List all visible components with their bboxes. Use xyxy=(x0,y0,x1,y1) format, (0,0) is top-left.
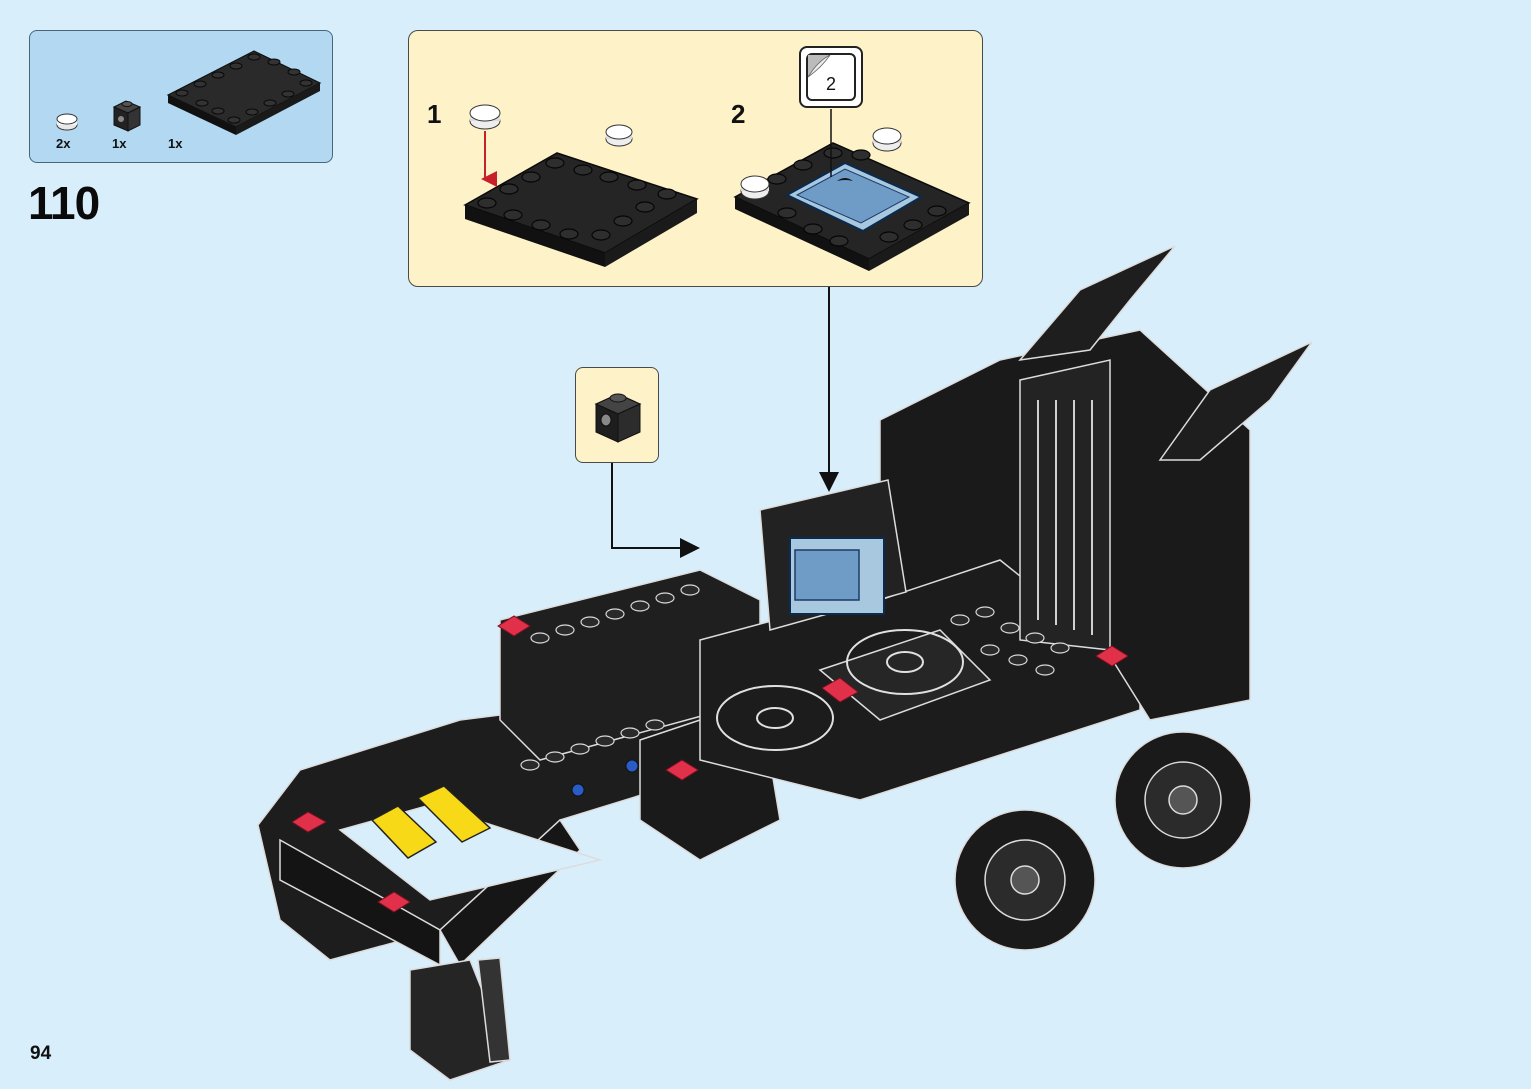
part-qty-round-tile: 2x xyxy=(56,136,71,151)
trans-red-tiles xyxy=(291,615,1129,913)
step2-plate-icon xyxy=(733,109,971,271)
studs xyxy=(520,584,1070,771)
falling-tile-icon xyxy=(469,104,501,187)
part-qty-plate: 1x xyxy=(168,136,183,151)
brick-callout xyxy=(575,367,659,463)
step1-plate-icon xyxy=(463,124,699,267)
page-number: 94 xyxy=(30,1043,52,1064)
round-tile-icon xyxy=(56,113,78,131)
part-qty-brick: 1x xyxy=(112,136,127,151)
brick-1x1-icon xyxy=(112,100,142,132)
sub-step-2-number: 2 xyxy=(731,99,746,129)
sub-step-1-number: 1 xyxy=(427,99,442,129)
wheel-rear xyxy=(1114,731,1252,869)
plate-4x6-icon xyxy=(166,50,322,135)
blue-pins xyxy=(571,759,639,797)
vehicle-body xyxy=(257,245,1313,1081)
gear-front xyxy=(716,685,834,751)
sticker-page-icon: 2 xyxy=(806,53,856,101)
sub-assembly-illustration xyxy=(463,104,971,271)
sub-assembly-callout: 1 2 xyxy=(408,30,983,287)
parts-illustration xyxy=(56,50,322,135)
sticker-sheet-badge: 2 xyxy=(799,46,863,108)
wheel-front xyxy=(954,809,1096,951)
sticker-number: 2 xyxy=(825,74,836,94)
parts-list-box: 2x 1x 1x xyxy=(29,30,333,163)
step-number: 110 xyxy=(28,177,100,229)
gear-rear xyxy=(846,629,964,695)
brick-connector-arrow xyxy=(611,463,700,558)
brick-1x1-large-icon xyxy=(594,393,642,443)
page-curl-icon xyxy=(808,55,831,78)
